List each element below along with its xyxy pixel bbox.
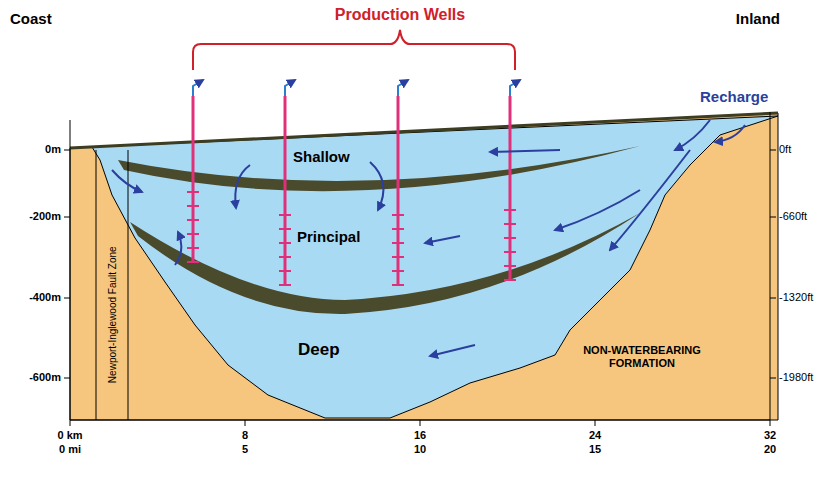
depth-tick: -200m	[29, 210, 61, 223]
well-screen	[504, 279, 516, 281]
side-label: Inland	[736, 10, 780, 27]
pumping-arrow	[398, 80, 408, 96]
well-screen	[392, 242, 404, 244]
well-screen	[392, 214, 404, 216]
fault-label: Newport-Inglewood Fault Zone	[106, 247, 118, 384]
fault-line	[128, 150, 129, 420]
well-screen	[187, 247, 199, 249]
distance-tick: 32	[764, 429, 776, 442]
well-screen	[279, 242, 291, 244]
well-screen	[392, 270, 404, 272]
aquifer-label: Shallow	[293, 148, 350, 165]
distance-tick: 16	[414, 429, 426, 442]
well-screen	[187, 233, 199, 235]
well-screen	[187, 261, 199, 263]
well-screen	[504, 223, 516, 225]
well-screen	[279, 256, 291, 258]
pumping-arrow	[285, 80, 295, 96]
production-wells	[187, 80, 520, 285]
aquifer-basin	[92, 116, 778, 418]
ground-surface	[70, 113, 778, 148]
depth-tick: -660ft	[779, 210, 807, 223]
principal-aquitard	[130, 213, 640, 314]
well-screen	[392, 284, 404, 286]
well-screen	[187, 191, 199, 193]
bedrock	[70, 113, 778, 420]
pumping-arrow	[510, 80, 520, 96]
well-screen	[279, 284, 291, 286]
group-title: Production Wells	[335, 6, 465, 24]
well-casing	[192, 96, 195, 262]
depth-tick: -400m	[29, 291, 61, 304]
well-screen	[504, 265, 516, 267]
aquifer-label: Principal	[297, 228, 360, 245]
well-screen	[279, 214, 291, 216]
distance-tick: 20	[764, 443, 776, 456]
well-screen	[187, 205, 199, 207]
well-screen	[279, 228, 291, 230]
distance-tick: 10	[414, 443, 426, 456]
distance-tick: 24	[589, 429, 601, 442]
distance-tick: 0 km	[57, 429, 82, 442]
well-screen	[504, 237, 516, 239]
aquifer-label: Deep	[298, 340, 340, 360]
recharge-label: Recharge	[700, 88, 768, 105]
pumping-arrow	[193, 80, 203, 96]
well-screen	[392, 256, 404, 258]
wells-bracket	[193, 30, 515, 70]
depth-tick: -600m	[29, 371, 61, 384]
well-screen	[392, 228, 404, 230]
distance-tick: 15	[589, 443, 601, 456]
shallow-aquitard	[118, 146, 640, 191]
flow-arrows	[112, 120, 745, 356]
distance-tick: 8	[242, 429, 248, 442]
well-screen	[504, 251, 516, 253]
depth-tick: -1320ft	[779, 291, 813, 304]
fault-line	[96, 150, 97, 420]
well-screen	[279, 270, 291, 272]
distance-tick: 5	[242, 443, 248, 456]
formation-label: NON-WATERBEARING FORMATION	[583, 344, 701, 369]
side-label: Coast	[10, 10, 52, 27]
distance-tick: 0 mi	[59, 443, 81, 456]
well-screen	[187, 219, 199, 221]
depth-tick: 0ft	[779, 143, 791, 156]
well-screen	[504, 209, 516, 211]
axes	[64, 112, 776, 426]
depth-tick: -1980ft	[779, 371, 813, 384]
depth-tick: 0m	[45, 143, 61, 156]
